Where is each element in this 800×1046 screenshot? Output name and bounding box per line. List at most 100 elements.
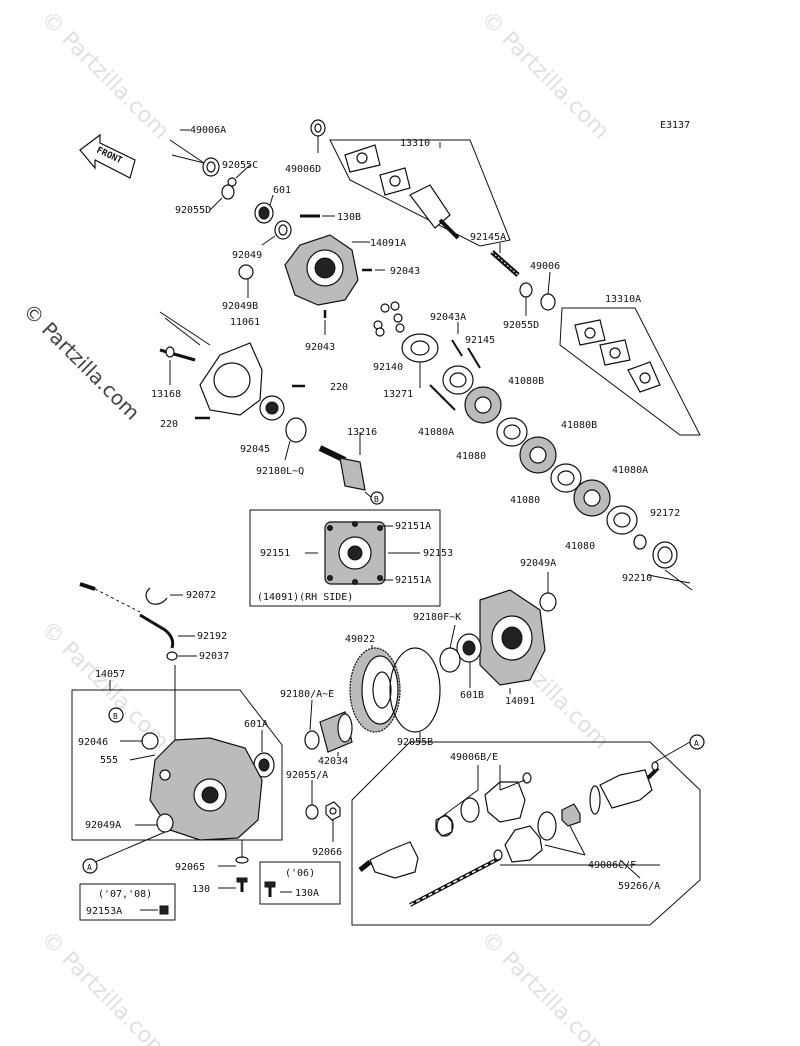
- part-label[interactable]: 13310A: [605, 294, 641, 305]
- part-label[interactable]: 41080B: [508, 376, 544, 387]
- part-label[interactable]: 13168: [151, 389, 181, 400]
- part-label[interactable]: 92055B: [397, 737, 433, 748]
- part-label[interactable]: 41080: [565, 541, 595, 552]
- part-label[interactable]: 42034: [318, 756, 348, 767]
- part-label[interactable]: 601A: [244, 719, 268, 730]
- clutch-plates-41080[interactable]: [442, 365, 638, 535]
- bearing-601a[interactable]: [253, 752, 275, 778]
- part-label[interactable]: 41080: [510, 495, 540, 506]
- part-label[interactable]: 92210: [622, 573, 652, 584]
- part-label[interactable]: 92065: [175, 862, 205, 873]
- part-label[interactable]: 130: [192, 884, 210, 895]
- inset-label: 92153: [423, 548, 453, 559]
- part-label[interactable]: 13271: [383, 389, 413, 400]
- part-label[interactable]: 92153A: [86, 906, 122, 917]
- part-label[interactable]: 601: [273, 185, 291, 196]
- part-label[interactable]: 92172: [650, 508, 680, 519]
- part-label[interactable]: 49006B/E: [450, 752, 498, 763]
- part-label[interactable]: 49006: [530, 261, 560, 272]
- watermark: © Partzilla.com: [36, 7, 174, 145]
- part-label[interactable]: 130A: [295, 888, 319, 899]
- part-label[interactable]: 601B: [460, 690, 484, 701]
- part-label[interactable]: 92140: [373, 362, 403, 373]
- pinion-13216[interactable]: [318, 445, 366, 491]
- bearing-92045[interactable]: [259, 395, 285, 421]
- part-label[interactable]: 92055D: [175, 205, 211, 216]
- part-label[interactable]: 92049A: [520, 558, 556, 569]
- callout-a-right: A: [694, 739, 699, 748]
- part-label[interactable]: 92066: [312, 847, 342, 858]
- part-label[interactable]: 41080B: [561, 420, 597, 431]
- drive-shaft-59266[interactable]: [358, 761, 660, 907]
- bearing-601[interactable]: [254, 202, 274, 224]
- part-label[interactable]: 92180/A~E: [280, 689, 334, 700]
- part-label[interactable]: 41080: [456, 451, 486, 462]
- diagram-code: E3137: [660, 120, 690, 131]
- part-label[interactable]: 92145: [465, 335, 495, 346]
- callout-b-top: B: [374, 495, 379, 504]
- housing-cover-14091[interactable]: [479, 589, 546, 686]
- part-label[interactable]: 220: [330, 382, 348, 393]
- clip-92072[interactable]: [145, 587, 168, 605]
- part-label[interactable]: 92043A: [430, 312, 466, 323]
- part-label[interactable]: 92180F~K: [413, 612, 461, 623]
- part-label[interactable]: 220: [160, 419, 178, 430]
- part-label[interactable]: 92037: [199, 651, 229, 662]
- cam-13271[interactable]: [401, 333, 439, 363]
- part-label[interactable]: 49006A: [190, 125, 226, 136]
- part-label[interactable]: 11061: [230, 317, 260, 328]
- part-label[interactable]: 555: [100, 755, 118, 766]
- part-label[interactable]: 14091A: [370, 238, 406, 249]
- inset-label: 92151A: [395, 575, 431, 586]
- seal-49006d[interactable]: [310, 119, 326, 137]
- spring-92145a[interactable]: [490, 250, 520, 277]
- differential-case-14057[interactable]: [149, 737, 263, 841]
- callout-a-left: A: [87, 863, 92, 872]
- balls-92140[interactable]: [373, 301, 405, 337]
- part-label[interactable]: 92145A: [470, 232, 506, 243]
- part-label[interactable]: 92180L~Q: [256, 466, 304, 477]
- gasket-11061[interactable]: [199, 342, 263, 416]
- part-label[interactable]: 41080A: [612, 465, 648, 476]
- part-label[interactable]: 49006C/F: [588, 860, 636, 871]
- differential-42034[interactable]: [319, 711, 353, 753]
- part-label[interactable]: 41080A: [418, 427, 454, 438]
- part-label[interactable]: 92049: [232, 250, 262, 261]
- part-label[interactable]: 92055C: [222, 160, 258, 171]
- seal-92049[interactable]: [274, 220, 292, 240]
- part-label[interactable]: 13310: [400, 138, 430, 149]
- part-labels: 49006A 92055C 92055D 601 130B 92049 1409…: [78, 125, 680, 917]
- part-label[interactable]: 92045: [240, 444, 270, 455]
- inset-label: 92151A: [395, 521, 431, 532]
- part-label[interactable]: 92072: [186, 590, 216, 601]
- nut-92066[interactable]: [325, 801, 341, 821]
- part-label[interactable]: 13216: [347, 427, 377, 438]
- housing-cover-14091a[interactable]: [284, 234, 359, 306]
- part-label[interactable]: 92049B: [222, 301, 258, 312]
- seal-49006a[interactable]: [202, 157, 220, 177]
- callout-b-case: B: [113, 712, 118, 721]
- part-label[interactable]: 49006D: [285, 164, 321, 175]
- part-label[interactable]: 92055/A: [286, 770, 328, 781]
- part-label[interactable]: 14057: [95, 669, 125, 680]
- inset-cover-92151[interactable]: [324, 521, 386, 585]
- ring-gear-49022[interactable]: [349, 647, 401, 733]
- part-label[interactable]: 92046: [78, 737, 108, 748]
- part-label[interactable]: 130B: [337, 212, 361, 223]
- watermark: © Partzilla.com: [476, 927, 614, 1046]
- propeller-shaft-13310a[interactable]: [574, 319, 661, 393]
- part-label[interactable]: 92043: [305, 342, 335, 353]
- part-label[interactable]: 14091: [505, 696, 535, 707]
- note-06: ('06): [285, 868, 315, 879]
- part-label[interactable]: 92043: [390, 266, 420, 277]
- part-label[interactable]: 59266/A: [618, 881, 660, 892]
- side-watermark: © Partzilla.com: [18, 299, 144, 425]
- propeller-shaft-13310[interactable]: [344, 144, 460, 240]
- part-label[interactable]: 49022: [345, 634, 375, 645]
- part-label[interactable]: 92192: [197, 631, 227, 642]
- part-label[interactable]: 92055D: [503, 320, 539, 331]
- breather-hose-92192[interactable]: [139, 613, 175, 649]
- part-label[interactable]: 92049A: [85, 820, 121, 831]
- seal-92210[interactable]: [652, 541, 678, 569]
